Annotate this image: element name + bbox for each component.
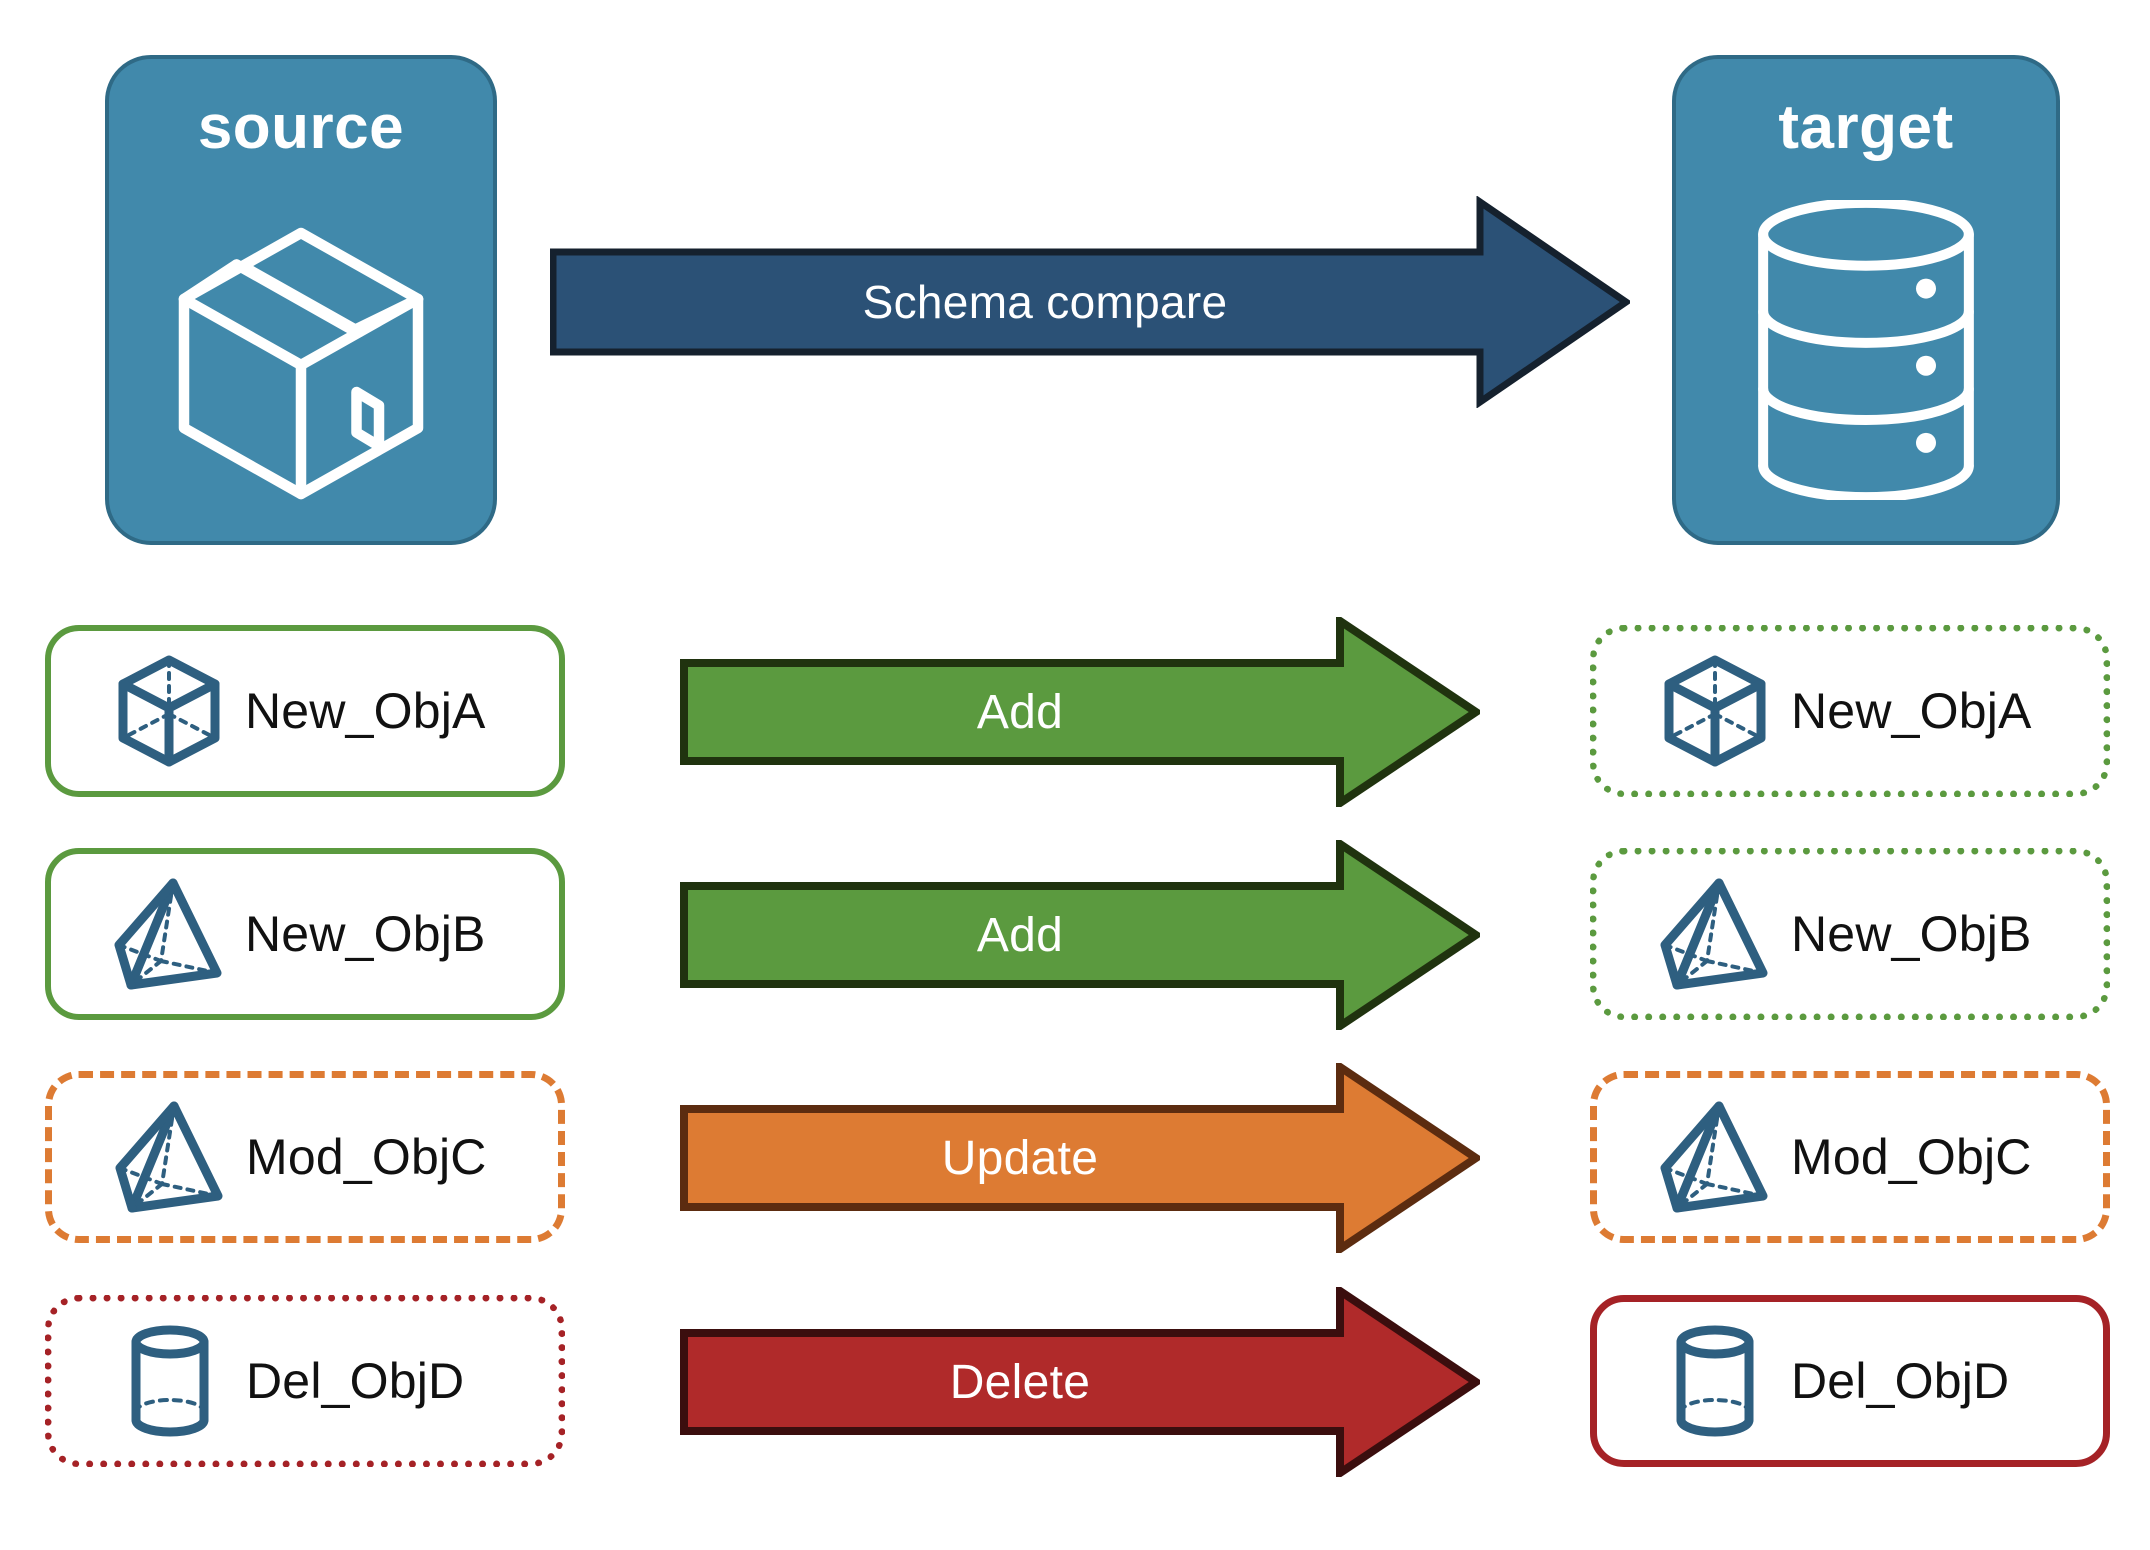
target-object-label: Mod_ObjC	[1791, 1129, 2032, 1185]
target-object-card[interactable]: New_ObjB	[1590, 848, 2110, 1020]
object-row: Del_ObjD Delete Del_ObjD	[0, 1283, 2150, 1481]
target-object-label: New_ObjB	[1791, 906, 2032, 962]
pyramid-wireframe-icon	[1657, 1092, 1773, 1222]
object-row: New_ObjB Add New_	[0, 836, 2150, 1034]
source-object-label: Mod_ObjC	[246, 1129, 487, 1185]
target-title: target	[1778, 93, 1954, 162]
target-object-label: Del_ObjD	[1791, 1353, 2010, 1409]
package-box-icon	[109, 159, 493, 541]
pyramid-wireframe-icon	[111, 869, 227, 999]
pyramid-wireframe-icon	[1657, 869, 1773, 999]
source-object-label: Del_ObjD	[246, 1353, 465, 1409]
pyramid-wireframe-icon	[112, 1092, 228, 1222]
source-object-card[interactable]: Mod_ObjC	[45, 1071, 565, 1243]
object-row: Mod_ObjC Update M	[0, 1059, 2150, 1257]
action-arrow-add	[680, 836, 1484, 1034]
source-object-card[interactable]: Del_ObjD	[45, 1295, 565, 1467]
target-object-label: New_ObjA	[1791, 683, 2032, 739]
schema-compare-arrow: Schema compare	[549, 195, 1633, 409]
action-arrow-delete	[680, 1283, 1484, 1481]
database-cylinder-icon	[1676, 159, 2056, 541]
object-row: New_ObjA Add New_Ob	[0, 613, 2150, 811]
cube-wireframe-icon	[1657, 646, 1773, 776]
action-arrow-update	[680, 1059, 1484, 1257]
action-arrow-add	[680, 613, 1484, 811]
cube-wireframe-icon	[111, 646, 227, 776]
target-object-card[interactable]: Del_ObjD	[1590, 1295, 2110, 1467]
source-object-label: New_ObjB	[245, 906, 486, 962]
source-endpoint-card: source	[105, 55, 497, 545]
source-object-card[interactable]: New_ObjB	[45, 848, 565, 1020]
cylinder-wireframe-icon	[1657, 1316, 1773, 1446]
source-object-card[interactable]: New_ObjA	[45, 625, 565, 797]
source-object-label: New_ObjA	[245, 683, 486, 739]
source-title: source	[197, 93, 405, 162]
target-endpoint-card: target	[1672, 55, 2060, 545]
target-object-card[interactable]: New_ObjA	[1590, 625, 2110, 797]
target-object-card[interactable]: Mod_ObjC	[1590, 1071, 2110, 1243]
cylinder-wireframe-icon	[112, 1316, 228, 1446]
